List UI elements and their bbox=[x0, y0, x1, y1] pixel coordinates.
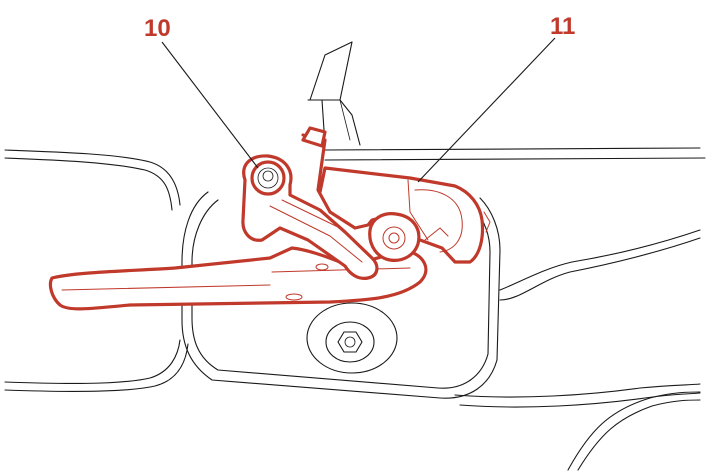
callout-label-10: 10 bbox=[144, 15, 171, 42]
screw-10 bbox=[250, 160, 286, 196]
callout-10: 10 bbox=[144, 15, 259, 169]
callout-label-11: 11 bbox=[550, 13, 575, 40]
release-lever bbox=[48, 246, 428, 311]
housing-structure bbox=[4, 41, 706, 471]
leader-line-10 bbox=[161, 41, 259, 169]
callout-11: 11 bbox=[417, 13, 575, 183]
pivot-boss bbox=[368, 212, 421, 262]
bolt bbox=[306, 302, 398, 374]
lever-assembly bbox=[48, 126, 491, 311]
leader-line-11 bbox=[417, 37, 556, 183]
